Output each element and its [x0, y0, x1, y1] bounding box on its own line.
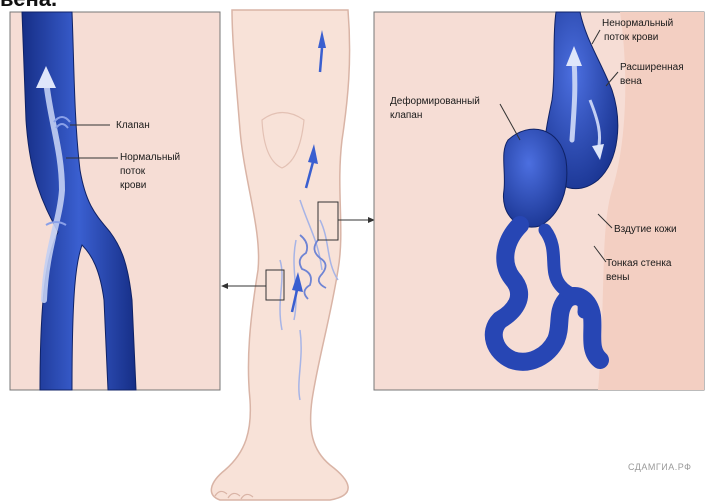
label-dilated-vein-line1: Расширенная	[620, 62, 684, 73]
watermark: СДАМГИА.РФ	[628, 462, 692, 472]
label-normal-flow-line1: Нормальный	[120, 152, 180, 163]
label-abnormal-flow-line2: поток крови	[604, 32, 658, 43]
label-valve: Клапан	[116, 120, 150, 131]
label-thin-wall-line1: Тонкая стенка	[606, 258, 672, 269]
label-deformed-valve-line1: Деформированный	[390, 95, 480, 107]
connector-left-arrowhead-icon	[221, 283, 228, 289]
abnormal-flow-stream	[572, 60, 575, 140]
label-abnormal-flow-line1: Ненормальный	[602, 18, 673, 29]
left-panel-normal-vein: Клапан Нормальный поток крови	[10, 12, 220, 390]
label-skin-bulge: Вздутие кожи	[614, 224, 677, 235]
leg-illustration	[211, 10, 375, 500]
label-dilated-vein-line2: вена	[620, 76, 642, 87]
right-panel-varicose-vein: Ненормальный поток крови Расширенная вен…	[374, 12, 704, 390]
label-normal-flow-line3: крови	[120, 180, 146, 191]
label-normal-flow-line2: поток	[120, 166, 146, 177]
label-thin-wall-line2: вены	[606, 272, 629, 283]
label-deformed-valve-line2: клапан	[390, 110, 422, 121]
